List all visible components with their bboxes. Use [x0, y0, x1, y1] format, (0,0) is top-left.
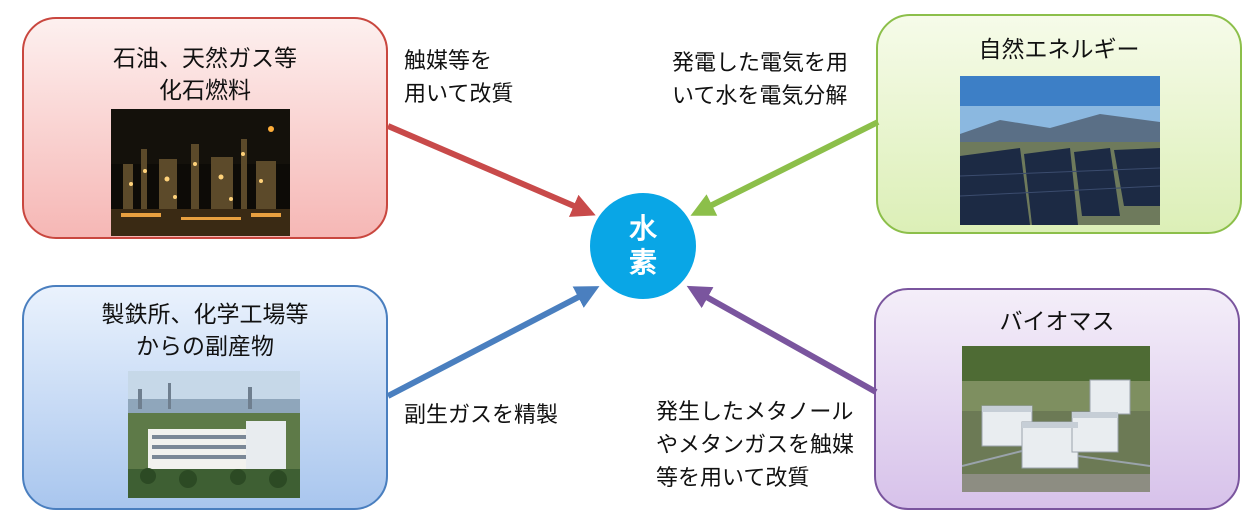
fossil-fuel-title-line2: 化石燃料 — [159, 78, 251, 104]
biomass-to-hydrogen-arrow — [686, 285, 878, 395]
fossil-fuel-title: 石油、天然ガス等 化石燃料 — [24, 43, 386, 107]
byproduct-title-line1: 製鉄所、化学工場等 — [101, 302, 309, 328]
fossil-to-hydrogen-arrow — [386, 123, 596, 217]
fossil-fuel-title-line1: 石油、天然ガス等 — [113, 46, 297, 72]
biomass-source-box: バイオマス — [874, 288, 1240, 510]
hydrogen-hub-label-line2: 素 — [628, 246, 657, 279]
biomass-process-line3: 等を用いて改質 — [656, 466, 810, 491]
natural-process-line2: いて水を電気分解 — [672, 84, 848, 109]
biomass-plant-photo — [962, 346, 1150, 492]
biomass-process-label: 発生したメタノール やメタンガスを触媒 等を用いて改質 — [656, 396, 854, 495]
byproduct-to-hydrogen-arrow — [386, 286, 600, 399]
natural-energy-title-line1: 自然エネルギー — [978, 37, 1140, 63]
biomass-title-line1: バイオマス — [999, 309, 1115, 335]
natural-process-label: 発電した電気を用 いて水を電気分解 — [672, 47, 848, 113]
byproduct-title: 製鉄所、化学工場等 からの副産物 — [24, 299, 386, 363]
fossil-fuel-source-box: 石油、天然ガス等 化石燃料 — [22, 17, 388, 239]
natural-energy-title: 自然エネルギー — [878, 34, 1240, 66]
natural-to-hydrogen-arrow — [690, 119, 880, 216]
natural-energy-source-box: 自然エネルギー — [876, 14, 1242, 234]
biomass-title: バイオマス — [876, 306, 1238, 338]
fossil-process-line1: 触媒等を — [404, 49, 493, 74]
byproduct-title-line2: からの副産物 — [136, 334, 274, 360]
hydrogen-hub-label-line1: 水 — [628, 212, 657, 245]
byproduct-process-line1: 副生ガスを精製 — [404, 403, 559, 428]
biomass-process-line2: やメタンガスを触媒 — [656, 433, 855, 458]
natural-process-line1: 発電した電気を用 — [672, 51, 849, 76]
factory-photo — [128, 371, 300, 498]
fossil-process-label: 触媒等を 用いて改質 — [404, 45, 513, 111]
hydrogen-hub-circle: 水 素 — [590, 193, 696, 299]
biomass-process-line1: 発生したメタノール — [656, 400, 854, 425]
byproduct-process-label: 副生ガスを精製 — [404, 399, 558, 432]
fossil-process-line2: 用いて改質 — [404, 82, 514, 107]
solar-panel-field-photo — [960, 76, 1160, 225]
byproduct-source-box: 製鉄所、化学工場等 からの副産物 — [22, 285, 388, 510]
refinery-night-photo — [111, 109, 290, 236]
